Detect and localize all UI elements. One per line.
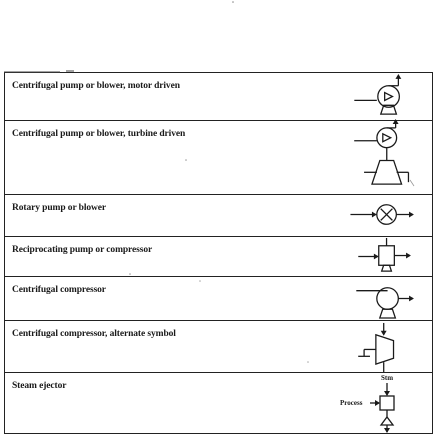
row-label: Rotary pump or blower — [12, 203, 107, 213]
row-label: Centrifugal pump or blower, turbine driv… — [12, 129, 186, 139]
row-label: Centrifugal pump or blower, motor driven — [12, 81, 180, 91]
table-row: Centrifugal pump or blower, turbine driv… — [5, 119, 432, 195]
table-row: Centrifugal compressor — [5, 277, 432, 321]
reciprocating-pump-icon — [314, 237, 424, 276]
centrifugal-pump-turbine-icon — [314, 119, 424, 194]
rotary-pump-icon — [314, 195, 424, 236]
centrifugal-compressor-alt-icon — [314, 321, 424, 372]
row-label: Steam ejector — [12, 381, 67, 391]
row-label: Centrifugal compressor, alternate symbol — [12, 329, 176, 339]
table-row: Centrifugal pump or blower, motor driven — [5, 73, 432, 121]
centrifugal-pump-motor-icon — [314, 73, 424, 120]
table-row: Centrifugal compressor, alternate symbol — [5, 321, 432, 373]
table-row: Steam ejector Stm Process — [5, 373, 432, 435]
row-label: Centrifugal compressor — [12, 285, 106, 295]
steam-label: Stm — [381, 374, 393, 382]
table-row: Rotary pump or blower — [5, 195, 432, 237]
steam-ejector-icon: Stm Process — [314, 373, 424, 435]
equipment-symbol-table: Centrifugal pump or blower, motor driven… — [4, 72, 433, 434]
centrifugal-compressor-icon — [314, 277, 424, 320]
table-row: Reciprocating pump or compressor — [5, 237, 432, 277]
process-label: Process — [340, 399, 363, 407]
row-label: Reciprocating pump or compressor — [12, 245, 153, 255]
